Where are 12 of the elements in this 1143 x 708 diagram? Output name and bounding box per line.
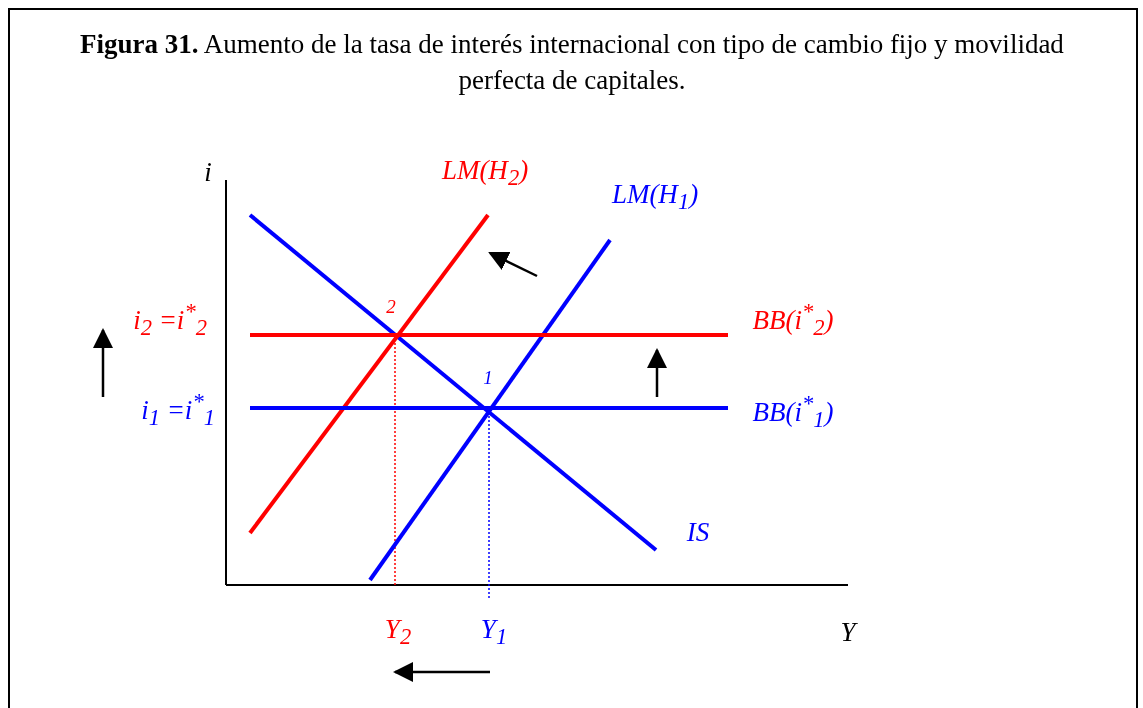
- point-label: 2: [386, 296, 396, 318]
- curve-label: IS: [686, 516, 710, 548]
- output-label: Y$_{2}$: [384, 613, 412, 651]
- axis-label: i: [204, 156, 212, 188]
- point-label: 1: [483, 367, 493, 389]
- curve-label: BB(i$^{*}$$_{1}$): [752, 390, 834, 434]
- output-label: Y$_{1}$: [480, 613, 508, 651]
- axis-label: Y: [840, 616, 856, 648]
- curve-label: LM(H$_{2}$): [441, 154, 529, 192]
- curve-label: LM(H$_{1}$): [611, 178, 699, 216]
- curve-label: BB(i$^{*}$$_{2}$): [752, 298, 834, 342]
- figure-title: Figura 31. Aumento de la tasa de interés internacional con tipo de cambio fijo y movilidad perfecta de capitales.: [79, 28, 1065, 97]
